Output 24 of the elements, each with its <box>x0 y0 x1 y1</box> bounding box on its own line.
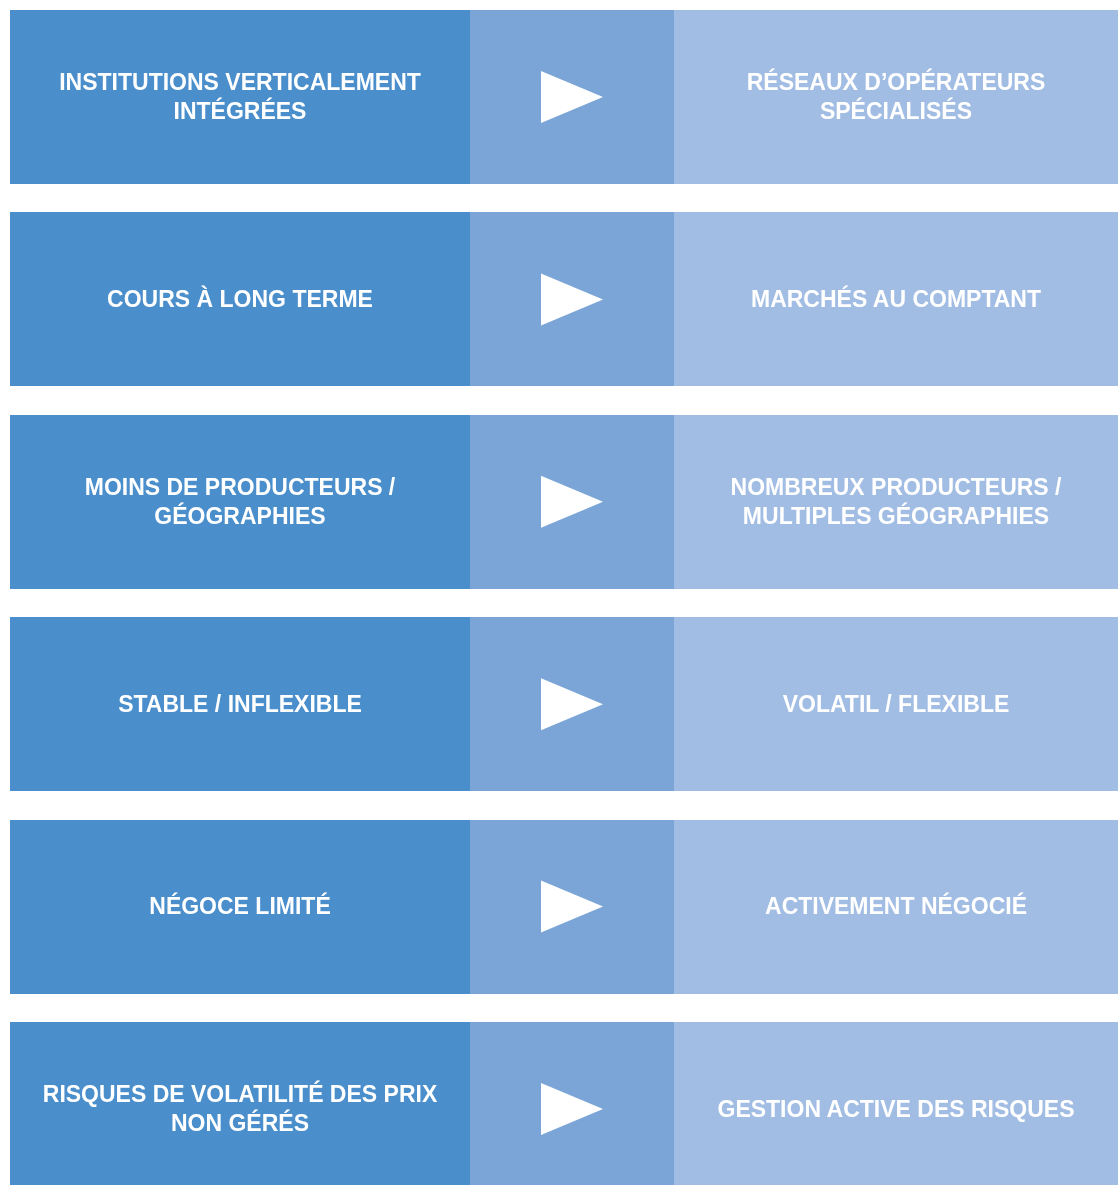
right-panel <box>674 10 1118 184</box>
panel-text: COURS À LONG TERME <box>107 284 373 314</box>
left-panel <box>10 819 470 994</box>
panel-text: RÉSEAUX D’OPÉRATEURS SPÉCIALISÉS <box>745 68 1047 126</box>
panel-text: RISQUES DE VOLATILITÉ DES PRIX NON GÉRÉS <box>41 1080 439 1138</box>
left-panel <box>10 414 470 589</box>
left-panel <box>10 212 470 387</box>
left-panel <box>10 10 470 184</box>
panel-text: INSTITUTIONS VERTICALEMENT INTÉGRÉES <box>58 68 422 126</box>
right-panel <box>674 617 1118 792</box>
right-panel <box>674 1022 1118 1185</box>
right-panel <box>674 212 1118 387</box>
right-panel <box>674 414 1118 589</box>
panel-text: GESTION ACTIVE DES RISQUES <box>717 1094 1075 1124</box>
panel-text: MARCHÉS AU COMPTANT <box>750 284 1041 314</box>
panel-text: ACTIVEMENT NÉGOCIÉ <box>765 892 1027 922</box>
panel-text: NOMBREUX PRODUCTEURS / MULTIPLES GÉOGRAPHIES <box>729 472 1063 531</box>
panel-text: VOLATIL / FLEXIBLE <box>782 689 1010 719</box>
left-panel <box>10 1022 470 1185</box>
panel-text: STABLE / INFLEXIBLE <box>118 689 362 719</box>
left-panel <box>10 617 470 792</box>
panel-text: NÉGOCE LIMITÉ <box>149 892 331 922</box>
panel-text: MOINS DE PRODUCTEURS / GÉOGRAPHIES <box>83 472 397 531</box>
right-panel <box>674 819 1118 994</box>
